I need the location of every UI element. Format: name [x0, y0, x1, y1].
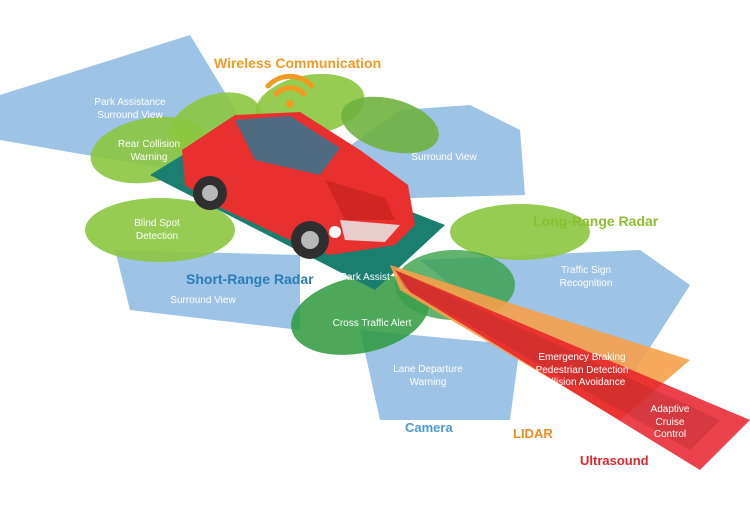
label-park-assistance: Park Assistance Surround View: [78, 97, 182, 122]
label-line: Rear Collision: [117, 139, 181, 150]
label-line: Emergency Braking: [538, 352, 626, 363]
label-line: Park Assistance: [94, 97, 166, 108]
ultrasound-beam-core: [395, 270, 720, 450]
label-line: Warning: [130, 151, 168, 163]
label-rear-collision: Rear Collision Warning: [108, 139, 190, 164]
label-traffic-sign: Traffic Sign Recognition: [546, 265, 626, 290]
label-line: Lane Departure: [393, 364, 463, 375]
label-line: Control: [653, 429, 687, 440]
label-line: Recognition: [559, 277, 613, 289]
zone-left-blue: [115, 250, 300, 330]
label-park-assist: Park Assist: [340, 272, 390, 283]
label-line: Collision Avoidance: [538, 377, 626, 388]
label-line: Surround View: [97, 109, 163, 121]
zone-front-blue: [360, 330, 520, 420]
label-emergency: Emergency Braking Pedestrian Detection C…: [524, 352, 640, 390]
label-line: Traffic Sign: [560, 265, 612, 276]
label-surround-view-right: Surround View: [411, 152, 477, 163]
title-short-range-radar: Short-Range Radar: [186, 271, 314, 287]
label-adaptive-cruise: Adaptive Cruise Control: [640, 404, 700, 442]
lobe-front: [291, 275, 429, 355]
label-lane-departure: Lane Departure Warning: [380, 364, 476, 389]
lobe-blind-spot: [85, 198, 235, 262]
label-blind-spot: Blind Spot Detection: [122, 218, 192, 243]
title-wireless-communication: Wireless Communication: [214, 55, 382, 71]
label-line: Warning: [409, 376, 447, 388]
title-camera: Camera: [405, 420, 453, 435]
label-line: Cruise: [655, 416, 685, 428]
lobe-right: [450, 204, 590, 260]
car-icon: [182, 112, 415, 259]
label-cross-traffic: Cross Traffic Alert: [332, 318, 412, 329]
wifi-icon: [265, 73, 315, 108]
label-line: Pedestrian Detection: [535, 364, 629, 376]
lobe-top-right: [341, 96, 439, 154]
title-lidar: LIDAR: [513, 426, 553, 441]
label-line: Blind Spot: [134, 218, 180, 229]
label-line: Detection: [135, 230, 179, 242]
label-surround-view-left: Surround View: [170, 295, 236, 306]
ultrasound-beam: [395, 270, 750, 470]
label-line: Adaptive: [650, 404, 690, 415]
title-long-range-radar: Long-Range Radar: [533, 213, 659, 229]
title-ultrasound: Ultrasound: [580, 453, 649, 468]
